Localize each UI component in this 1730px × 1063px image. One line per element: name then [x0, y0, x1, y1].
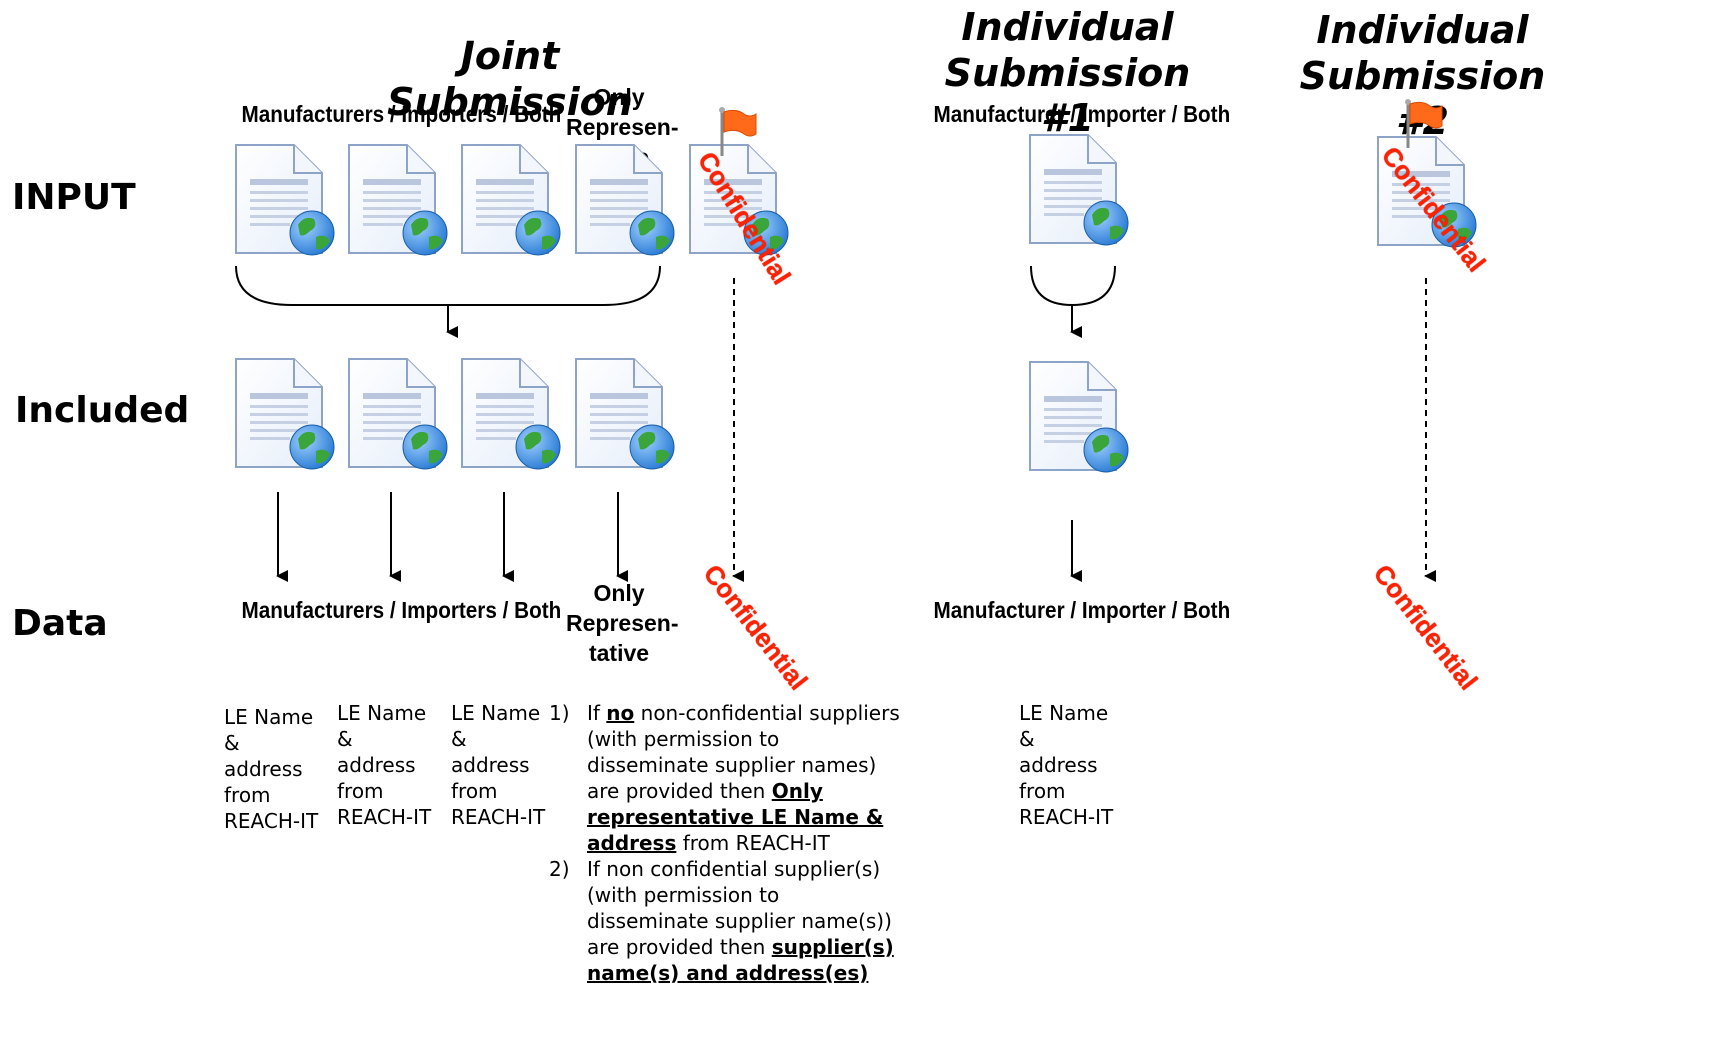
individual-1-roles-label-top: Manufacturer / Importer / Both	[933, 101, 1231, 127]
le-name-text-1: LE Name & address from REACH-IT	[224, 705, 319, 833]
document-globe-icon	[460, 357, 564, 475]
note-emphasis: supplier(s) name(s) and address(es)	[587, 935, 894, 985]
individual-1-merge-curve	[1030, 265, 1116, 307]
document-globe-icon	[688, 143, 792, 261]
note-item-2: 2) If non confidential supplier(s) (with…	[549, 856, 901, 986]
note-emphasis: no	[606, 701, 635, 725]
document-globe-icon	[574, 143, 678, 261]
note-number: 1)	[549, 701, 570, 725]
note-text: If non confidential supplier(s) (with pe…	[587, 857, 892, 959]
joint-roles-label-data: Manufacturers / Importers / Both	[241, 597, 562, 623]
note-text: non-confidential suppliers (with permiss…	[587, 701, 900, 803]
note-number: 2)	[549, 857, 570, 881]
document-globe-icon	[234, 143, 338, 261]
document-globe-icon	[234, 357, 338, 475]
row-label-data: Data	[12, 603, 108, 644]
flag-icon	[1402, 98, 1446, 154]
row-label-included: Included	[15, 390, 190, 431]
joint-submission-title: Joint Submission	[387, 34, 633, 124]
flag-icon	[716, 106, 760, 162]
le-name-text-2: LE Name & address from REACH-IT	[337, 701, 432, 829]
document-globe-icon	[460, 143, 564, 261]
document-globe-icon	[574, 357, 678, 475]
individual-submission-1-title: Individual Submission #1	[944, 5, 1191, 141]
le-name-text-individual-1: LE Name & address from REACH-IT	[1019, 701, 1114, 829]
note-text: from REACH-IT	[676, 831, 830, 855]
note-item-1: 1) If no non-confidential suppliers (wit…	[549, 700, 901, 856]
document-globe-icon	[347, 357, 451, 475]
le-name-text-3: LE Name & address from REACH-IT	[451, 701, 546, 829]
row-label-input: INPUT	[12, 177, 136, 218]
note-emphasis: Only representative LE Name & address	[587, 779, 884, 855]
document-globe-icon	[1376, 135, 1480, 253]
document-globe-icon	[1028, 133, 1132, 251]
individual-submission-2-title: Individual Submission #2	[1299, 8, 1546, 143]
document-globe-icon	[347, 143, 451, 261]
joint-roles-label-top: Manufacturers / Importers / Both	[241, 101, 562, 127]
document-globe-icon	[1028, 360, 1132, 478]
only-representative-label-data: Only Represen- tative	[566, 580, 679, 666]
only-representative-notes: 1) If no non-confidential suppliers (wit…	[549, 700, 901, 986]
joint-merge-bracket	[235, 265, 661, 306]
individual-1-roles-label-data: Manufacturer / Importer / Both	[933, 597, 1231, 623]
note-text: If	[587, 701, 607, 725]
